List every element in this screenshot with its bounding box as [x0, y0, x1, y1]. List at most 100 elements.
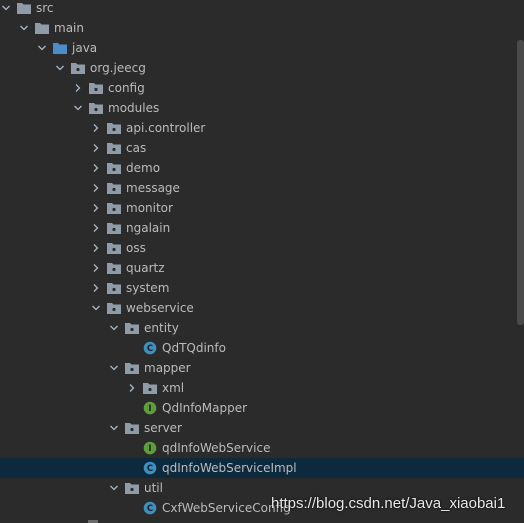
package-icon — [124, 420, 140, 436]
package-icon — [88, 80, 104, 96]
tree-row-label: entity — [144, 321, 179, 335]
package-icon — [106, 220, 122, 236]
tree-row-label: java — [72, 41, 98, 55]
svg-text:I: I — [148, 404, 151, 414]
chevron-right-icon[interactable] — [90, 282, 102, 294]
chevron-right-icon[interactable] — [90, 242, 102, 254]
tree-row-label: CxfWebServiceConfig — [162, 501, 291, 515]
source-folder-icon — [52, 40, 68, 56]
java-interface-icon: I — [142, 440, 158, 456]
tree-row-ngalain[interactable]: ngalain — [0, 218, 524, 238]
package-icon — [124, 320, 140, 336]
chevron-down-icon[interactable] — [108, 322, 120, 334]
tree-row-cxfwebserviceconfig[interactable]: C CxfWebServiceConfig — [0, 498, 524, 518]
tree-row-qdinfomapper[interactable]: I QdInfoMapper — [0, 398, 524, 418]
tree-row-label: qdInfoWebService — [162, 441, 271, 455]
tree-row-quartz[interactable]: quartz — [0, 258, 524, 278]
tree-row-xml[interactable]: xml — [0, 378, 524, 398]
tree-row-qdtqdinfo[interactable]: C QdTQdinfo — [0, 338, 524, 358]
tree-row-monitor[interactable]: monitor — [0, 198, 524, 218]
tree-row-api-controller[interactable]: api.controller — [0, 118, 524, 138]
package-icon — [70, 60, 86, 76]
chevron-right-icon[interactable] — [90, 122, 102, 134]
tree-row-oss[interactable]: oss — [0, 238, 524, 258]
chevron-right-icon[interactable] — [90, 202, 102, 214]
package-icon — [142, 380, 158, 396]
chevron-down-icon[interactable] — [36, 42, 48, 54]
tree-row-label: demo — [126, 161, 161, 175]
tree-row-label: system — [126, 281, 170, 295]
svg-text:I: I — [148, 444, 151, 454]
chevron-down-icon[interactable] — [0, 2, 12, 14]
tree-row-label: ngalain — [126, 221, 171, 235]
java-interface-icon: I — [142, 400, 158, 416]
chevron-right-icon[interactable] — [90, 162, 102, 174]
chevron-right-icon[interactable] — [126, 382, 138, 394]
tree-row-label: cas — [126, 141, 147, 155]
package-icon — [106, 120, 122, 136]
tree-row-entity[interactable]: entity — [0, 318, 524, 338]
tree-row-cas[interactable]: cas — [0, 138, 524, 158]
chevron-right-icon[interactable] — [90, 262, 102, 274]
chevron-down-icon[interactable] — [90, 302, 102, 314]
chevron-right-icon[interactable] — [72, 82, 84, 94]
tree-row-org-jeecg[interactable]: org.jeecg — [0, 58, 524, 78]
svg-text:C: C — [147, 344, 153, 354]
tree-row-system[interactable]: system — [0, 278, 524, 298]
package-icon — [106, 180, 122, 196]
package-icon — [88, 100, 104, 116]
chevron-right-icon[interactable] — [90, 182, 102, 194]
chevron-right-icon[interactable] — [90, 222, 102, 234]
tree-row-label: QdInfoMapper — [162, 401, 248, 415]
package-icon — [106, 300, 122, 316]
tree-row-label: oss — [126, 241, 146, 255]
package-icon — [106, 240, 122, 256]
package-icon — [124, 360, 140, 376]
chevron-down-icon[interactable] — [108, 422, 120, 434]
tree-row-label: util — [144, 481, 163, 495]
tree-row-label: mapper — [144, 361, 191, 375]
chevron-down-icon[interactable] — [72, 102, 84, 114]
package-icon — [106, 200, 122, 216]
tree-row-src[interactable]: src — [0, 0, 524, 18]
tree-row-mapper[interactable]: mapper — [0, 358, 524, 378]
tree-row-util[interactable]: util — [0, 478, 524, 498]
svg-text:C: C — [147, 464, 153, 474]
tree-row-modules[interactable]: modules — [0, 98, 524, 118]
svg-text:C: C — [147, 504, 153, 514]
chevron-down-icon[interactable] — [108, 482, 120, 494]
tree-row-message[interactable]: message — [0, 178, 524, 198]
chevron-right-icon[interactable] — [90, 142, 102, 154]
tree-row-label: monitor — [126, 201, 173, 215]
package-icon — [106, 160, 122, 176]
tree-row-webservice[interactable]: webservice — [0, 298, 524, 318]
chevron-down-icon[interactable] — [18, 22, 30, 34]
tree-row-label: message — [126, 181, 180, 195]
java-class-icon: C — [142, 340, 158, 356]
vertical-scrollbar[interactable] — [517, 40, 524, 325]
tree-row-label: QdTQdinfo — [162, 341, 226, 355]
tree-row-config[interactable]: config — [0, 78, 524, 98]
tree-row-label: src — [36, 1, 54, 15]
tree-row-label: webservice — [126, 301, 194, 315]
package-icon — [106, 260, 122, 276]
tree-row-label: quartz — [126, 261, 165, 275]
tree-row-label: qdInfoWebServiceImpl — [162, 461, 297, 475]
java-class-icon: C — [142, 500, 158, 516]
watermark-text: https://blog.csdn.net/Java_xiaobai1 — [271, 495, 506, 512]
chevron-down-icon[interactable] — [54, 62, 66, 74]
tree-row-server[interactable]: server — [0, 418, 524, 438]
tree-row-label: config — [108, 81, 145, 95]
tree-row-main[interactable]: main — [0, 18, 524, 38]
package-icon — [124, 480, 140, 496]
tree-row-label: server — [144, 421, 182, 435]
folder-icon — [34, 20, 50, 36]
chevron-down-icon[interactable] — [108, 362, 120, 374]
package-icon — [106, 280, 122, 296]
tree-row-label: org.jeecg — [90, 61, 146, 75]
tree-row-demo[interactable]: demo — [0, 158, 524, 178]
tree-row-label: modules — [108, 101, 160, 115]
tree-row-java[interactable]: java — [0, 38, 524, 58]
